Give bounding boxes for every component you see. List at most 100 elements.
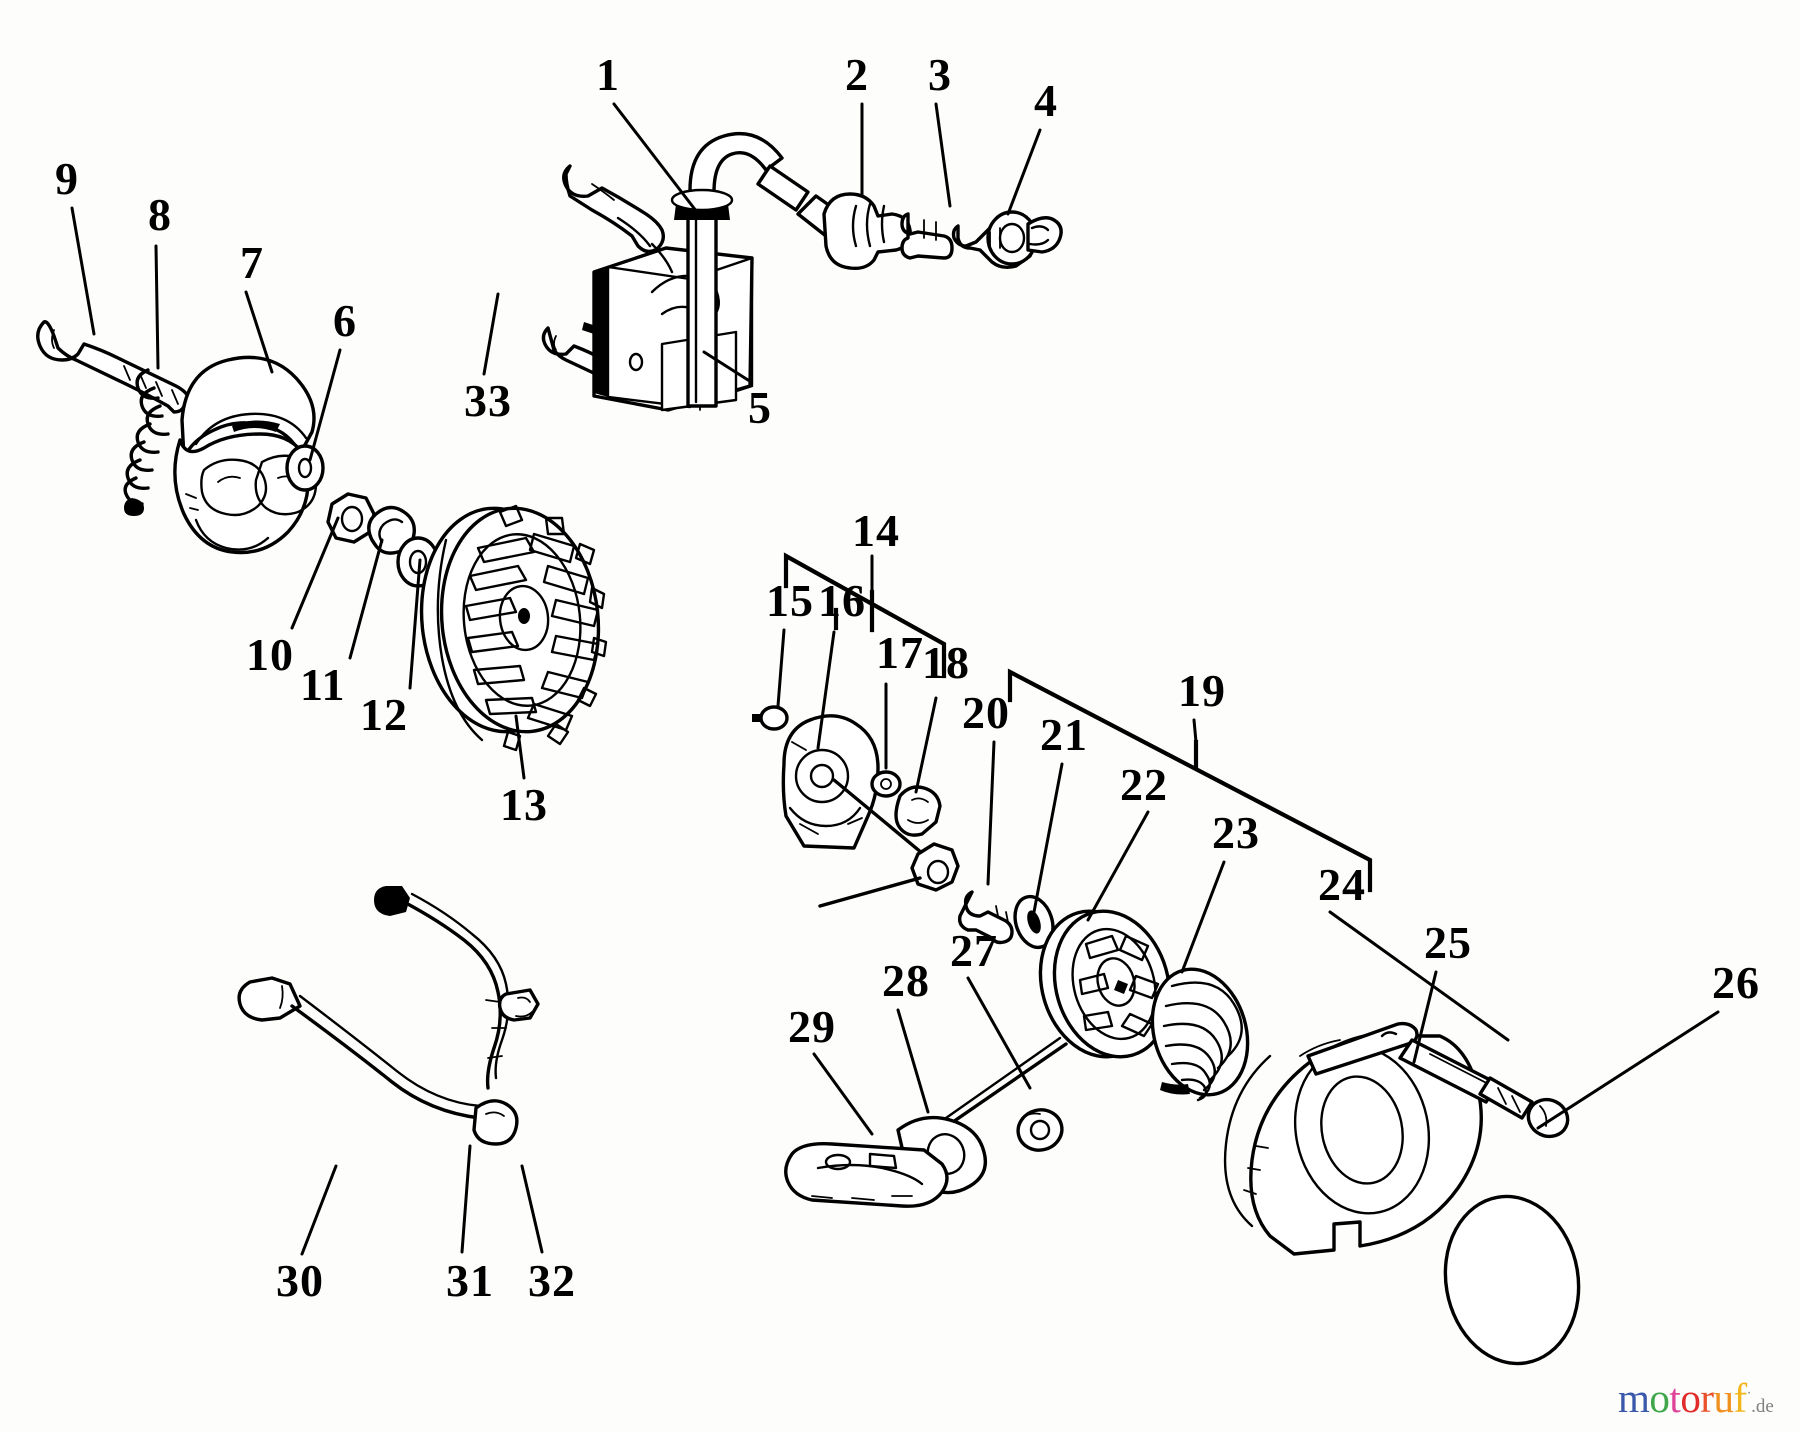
callout-number-9: 9	[55, 153, 79, 204]
callout-number-21: 21	[1040, 709, 1088, 760]
bracket-group-19	[1007, 668, 1373, 893]
leader-line-31	[460, 1144, 472, 1254]
part-26-starter-cover-gasket	[1443, 1194, 1581, 1366]
leader-line-8	[154, 244, 160, 370]
watermark-letter-4: r	[1700, 1375, 1714, 1421]
callout-number-22: 22	[1120, 759, 1168, 810]
part-6-washer	[285, 444, 325, 492]
part-10-nut	[326, 492, 376, 544]
leader-line-9	[70, 206, 96, 336]
part-31-stop-switch-wire	[374, 886, 510, 1090]
leader-line-21	[1032, 762, 1064, 914]
part-25-housing-screw	[1478, 1076, 1570, 1139]
leader-line-20	[986, 740, 996, 886]
leader-line-13	[514, 714, 526, 780]
leader-line-28	[896, 1008, 930, 1114]
watermark-letter-1: o	[1649, 1375, 1670, 1421]
part-1-spark-plug-lead	[562, 131, 851, 408]
callout-number-5: 5	[748, 382, 772, 433]
callout-number-24: 24	[1318, 859, 1366, 910]
watermark-dot: ·	[1746, 1385, 1752, 1402]
leader-line-16	[816, 630, 836, 750]
part-2-terminal-boot	[822, 192, 912, 271]
callout-leader-lines	[70, 102, 1720, 1256]
part-15-pawl-pin	[752, 705, 789, 731]
callout-number-16: 16	[818, 575, 866, 626]
leader-line-27	[966, 976, 1032, 1090]
part-13-flywheel	[419, 504, 608, 752]
callout-number-31: 31	[446, 1255, 494, 1306]
watermark-letter-5: u	[1713, 1375, 1734, 1421]
part-27-starter-rope	[944, 1036, 1068, 1126]
part-16-pawl-carrier	[781, 714, 930, 860]
leader-line-18	[914, 696, 938, 794]
motoruf-watermark: motoruf·.de	[1618, 1378, 1774, 1419]
leader-line-10	[290, 516, 340, 630]
part-20-starter-screw	[957, 890, 1014, 945]
part-3-terminal-nut	[900, 212, 954, 260]
leader-line-3	[934, 102, 952, 208]
callout-number-3: 3	[928, 49, 952, 100]
leader-line-32	[520, 1164, 544, 1254]
callout-number-8: 8	[148, 189, 172, 240]
part-8-clutch-spring	[123, 368, 170, 516]
part-4-spark-plug	[951, 210, 1063, 270]
callout-number-20: 20	[962, 687, 1010, 738]
part-23-recoil-spring	[1150, 967, 1250, 1102]
callout-number-2: 2	[845, 49, 869, 100]
callout-number-14: 14	[852, 505, 900, 556]
part-21-starter-washer	[1013, 894, 1055, 950]
part-24-starter-housing	[1223, 1021, 1505, 1256]
leader-line-11	[348, 538, 384, 660]
callout-number-7: 7	[240, 237, 264, 288]
callout-number-15: 15	[766, 575, 814, 626]
leader-line-19	[1192, 718, 1198, 744]
watermark-letter-6: f	[1733, 1375, 1747, 1421]
callout-number-13: 13	[500, 779, 548, 830]
leader-line-4	[1006, 128, 1042, 216]
watermark-tld: .de	[1751, 1396, 1774, 1417]
callout-number-29: 29	[788, 1001, 836, 1052]
leader-line-29	[812, 1052, 874, 1136]
leader-line-25	[1412, 970, 1438, 1064]
callout-number-30: 30	[276, 1255, 324, 1306]
leader-line-23	[1180, 860, 1226, 974]
callout-number-4: 4	[1034, 75, 1058, 126]
bracket-group-14	[783, 552, 947, 679]
part-22-starter-rope-pulley	[1038, 909, 1172, 1059]
leader-line-1	[612, 102, 702, 218]
leader-line-12	[408, 558, 422, 690]
callout-number-28: 28	[882, 955, 930, 1006]
part-30-ground-wire	[237, 976, 519, 1146]
callout-number-17: 17	[876, 627, 924, 678]
watermark-letter-0: m	[1618, 1375, 1650, 1421]
watermark-letter-2: t	[1669, 1375, 1681, 1421]
callout-number-26: 26	[1712, 957, 1760, 1008]
part-7-clutch-shoe-assembly	[173, 355, 318, 555]
leader-line-24	[1328, 910, 1510, 1042]
callout-number-1: 1	[596, 49, 620, 100]
leader-line-22	[1086, 810, 1150, 922]
callout-number-19: 19	[1178, 665, 1226, 716]
callout-number-18: 18	[922, 637, 970, 688]
callout-number-27: 27	[950, 925, 998, 976]
callout-number-33: 33	[464, 375, 512, 426]
leader-line-5	[702, 350, 750, 382]
part-32-wire-terminal	[497, 988, 540, 1022]
shaft-nut	[818, 842, 960, 908]
callout-number-6: 6	[333, 295, 357, 346]
part-18-pawl	[894, 785, 942, 837]
callout-number-12: 12	[360, 689, 408, 740]
leader-line-26	[1536, 1010, 1720, 1130]
callout-number-23: 23	[1212, 807, 1260, 858]
leader-line-30	[300, 1164, 338, 1256]
callout-number-32: 32	[528, 1255, 576, 1306]
part-5-ignition-coil	[582, 246, 754, 412]
part-29-starter-handle	[784, 1115, 988, 1208]
watermark-letter-3: o	[1680, 1375, 1701, 1421]
leader-line-33	[482, 292, 500, 376]
callout-number-11: 11	[300, 659, 346, 710]
leader-line-7	[244, 290, 274, 374]
